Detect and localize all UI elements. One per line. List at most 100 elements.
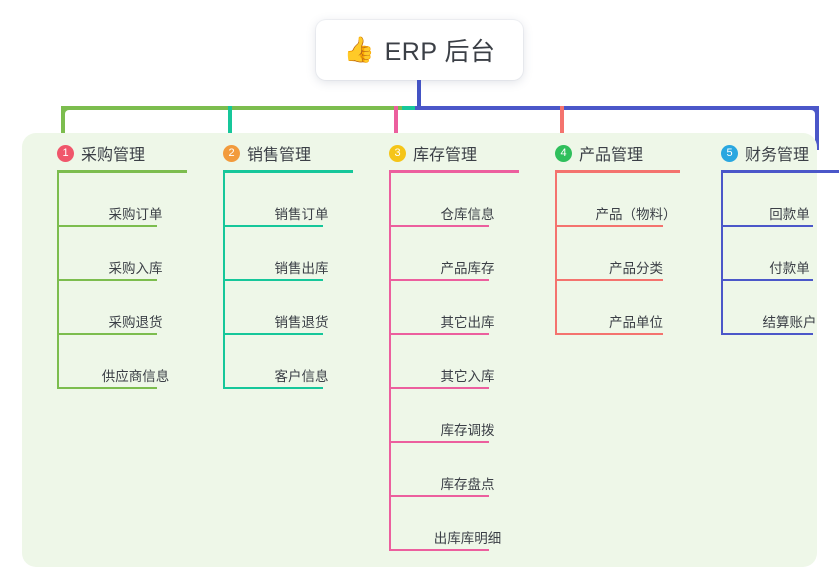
list-item[interactable]: 产品（物料） (555, 173, 705, 227)
item-rule (555, 333, 663, 335)
item-label: 回款单 (769, 207, 810, 222)
item-label: 产品分类 (609, 261, 663, 276)
item-rule (57, 387, 157, 389)
item-label: 其它入库 (440, 369, 495, 384)
branch-drop-5 (815, 106, 819, 150)
branch-badge-3: 3 (389, 144, 406, 162)
item-label: 采购退货 (108, 315, 163, 330)
branch-header-4[interactable]: 4 产品管理 (540, 133, 705, 173)
list-item[interactable]: 产品单位 (555, 281, 705, 335)
root-node[interactable]: 👍 ERP 后台 (316, 20, 523, 80)
list-item[interactable]: 产品库存 (389, 227, 534, 281)
branch-header-1[interactable]: 1 采购管理 (42, 133, 202, 173)
branch-header-5[interactable]: 5 财务管理 (706, 133, 839, 173)
branch-header-rule-3 (389, 170, 519, 173)
list-item[interactable]: 出库库明细 (389, 497, 534, 551)
item-rule (389, 225, 489, 227)
item-rule (389, 279, 489, 281)
list-item[interactable]: 采购订单 (57, 173, 202, 227)
item-rule (389, 441, 489, 443)
item-label: 产品单位 (609, 315, 663, 330)
item-label: 采购订单 (108, 207, 163, 222)
list-item[interactable]: 供应商信息 (57, 335, 202, 389)
branches-panel (22, 133, 817, 567)
list-item[interactable]: 销售出库 (223, 227, 368, 281)
list-item[interactable]: 产品分类 (555, 227, 705, 281)
list-item[interactable]: 库存盘点 (389, 443, 534, 497)
branch-column-4: 4 产品管理 产品（物料） 产品分类 产品单位 (540, 133, 705, 335)
list-item[interactable]: 付款单 (721, 227, 839, 281)
root-stem-connector (417, 80, 421, 108)
item-label: 产品库存 (440, 261, 495, 276)
item-rule (223, 225, 323, 227)
item-rule (389, 333, 489, 335)
item-label: 供应商信息 (101, 369, 170, 384)
list-item[interactable]: 客户信息 (223, 335, 368, 389)
branch-title-1: 采购管理 (81, 147, 146, 164)
item-rule (721, 279, 813, 281)
branch-items-1: 采购订单 采购入库 采购退货 供应商信息 (42, 173, 202, 389)
branch-items-2: 销售订单 销售出库 销售退货 客户信息 (208, 173, 368, 389)
branch-drop-2 (228, 106, 232, 150)
root-title: ERP 后台 (384, 38, 496, 66)
branch-header-rule-5 (721, 170, 839, 173)
item-label: 库存调拨 (440, 423, 495, 438)
item-rule (555, 225, 663, 227)
item-label: 结算账户 (762, 315, 817, 330)
branch-items-4: 产品（物料） 产品分类 产品单位 (540, 173, 705, 335)
bus-segment-blue (415, 106, 819, 110)
item-rule (57, 333, 157, 335)
branch-drop-3 (394, 106, 398, 150)
item-label: 销售订单 (274, 207, 329, 222)
bus-segment-green (61, 106, 404, 110)
item-label: 销售出库 (274, 261, 329, 276)
list-item[interactable]: 结算账户 (721, 281, 839, 335)
item-label: 付款单 (769, 261, 810, 276)
item-label: 客户信息 (274, 369, 329, 384)
list-item[interactable]: 库存调拨 (389, 389, 534, 443)
corner-cap-right (805, 106, 819, 120)
item-rule (389, 495, 489, 497)
branch-badge-2: 2 (223, 144, 240, 162)
item-label: 出库库明细 (433, 531, 502, 546)
branch-columns: 1 采购管理 采购订单 采购入库 采购退货 供应 (22, 133, 839, 567)
item-label: 产品（物料） (595, 207, 677, 222)
branch-header-2[interactable]: 2 销售管理 (208, 133, 368, 173)
item-rule (721, 333, 813, 335)
branch-column-3: 3 库存管理 仓库信息 产品库存 其它出库 其它 (374, 133, 534, 551)
branch-column-1: 1 采购管理 采购订单 采购入库 采购退货 供应 (42, 133, 202, 389)
list-item[interactable]: 销售订单 (223, 173, 368, 227)
item-label: 销售退货 (274, 315, 329, 330)
list-item[interactable]: 其它入库 (389, 335, 534, 389)
branch-drop-4 (560, 106, 564, 150)
branch-title-4: 产品管理 (579, 147, 644, 164)
branch-title-3: 库存管理 (413, 147, 478, 164)
branch-badge-5: 5 (721, 144, 738, 162)
branch-header-rule-1 (57, 170, 187, 173)
list-item[interactable]: 采购退货 (57, 281, 202, 335)
branch-badge-1: 1 (57, 144, 74, 162)
list-item[interactable]: 销售退货 (223, 281, 368, 335)
branch-column-2: 2 销售管理 销售订单 销售出库 销售退货 客户 (208, 133, 368, 389)
branch-title-5: 财务管理 (745, 147, 810, 164)
item-rule (223, 333, 323, 335)
branch-spine-5 (721, 173, 723, 335)
list-item[interactable]: 采购入库 (57, 227, 202, 281)
branch-header-3[interactable]: 3 库存管理 (374, 133, 534, 173)
list-item[interactable]: 仓库信息 (389, 173, 534, 227)
branch-badge-4: 4 (555, 144, 572, 162)
item-rule (223, 279, 323, 281)
list-item[interactable]: 回款单 (721, 173, 839, 227)
corner-cap-left (61, 106, 75, 120)
branch-title-2: 销售管理 (247, 147, 312, 164)
list-item[interactable]: 其它出库 (389, 281, 534, 335)
branch-spine-2 (223, 173, 225, 389)
item-rule (389, 549, 489, 551)
item-label: 仓库信息 (440, 207, 495, 222)
branch-column-5: 5 财务管理 回款单 付款单 结算账户 (706, 133, 839, 335)
branch-items-5: 回款单 付款单 结算账户 (706, 173, 839, 335)
branch-spine-3 (389, 173, 391, 551)
branch-spine-4 (555, 173, 557, 335)
branch-spine-1 (57, 173, 59, 389)
